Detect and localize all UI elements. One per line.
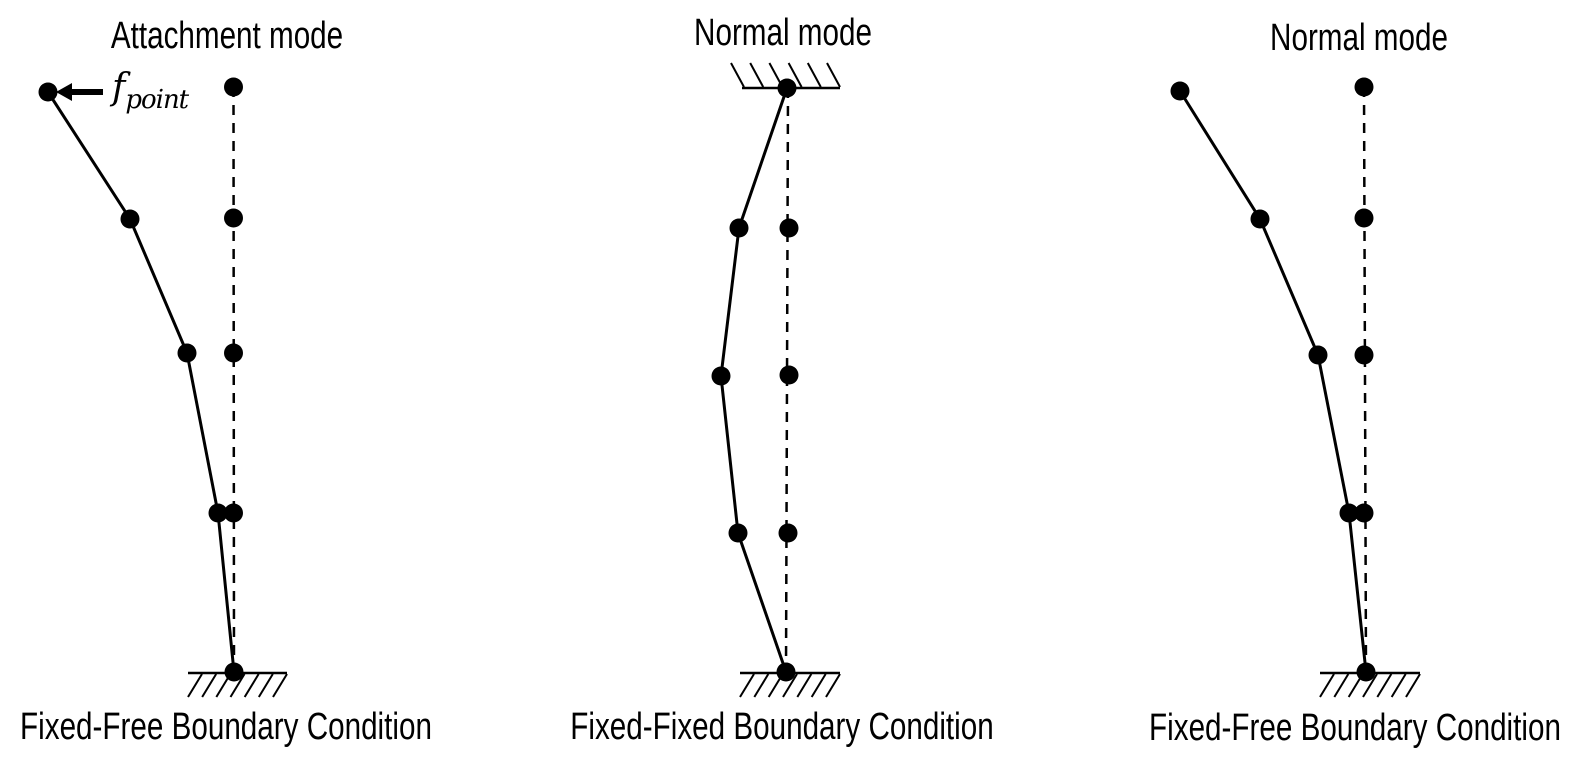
diagram-normal-mode-fixed-free [1170,77,1421,698]
reference-node-dot [1354,77,1374,97]
undeformed-reference-line [232,86,236,673]
diagram-1-caption: Fixed-Free Boundary Condition [20,706,432,748]
mode-node-dot [1250,209,1270,229]
diagram-attachment-mode-fixed-free [38,77,288,698]
mode-shape-curve [46,91,236,673]
mode-node-dot [711,366,731,386]
mode-node-dot [776,662,796,682]
mode-shape-curve [1178,90,1368,673]
mode-shape-curve [719,87,789,673]
mode-node-dot [1170,81,1190,101]
diagram-2-caption: Fixed-Fixed Boundary Condition [570,706,994,748]
reference-node-dot [224,503,243,523]
reference-node-dot [779,218,799,238]
mode-node-dot [177,343,197,363]
diagram-3-title: Normal mode [1270,17,1448,59]
reference-node-dot [1354,345,1374,365]
undeformed-reference-line [1362,86,1368,673]
reference-node-dot [778,523,798,543]
mode-node-dot [120,209,140,229]
mode-node-dot [728,523,748,543]
reference-node-dot [1354,208,1374,228]
mode-node-dot [1308,345,1328,365]
diagram-3-caption: Fixed-Free Boundary Condition [1149,707,1561,749]
mode-node-dot [1339,503,1359,523]
diagram-1-title: Attachment mode [110,15,344,57]
point-force-arrow [56,83,103,101]
mode-node-dot [224,662,244,682]
mode-node-dot [729,218,749,238]
diagram-normal-mode-fixed-fixed [711,62,841,698]
reference-node-dot [224,77,243,97]
force-point-label: fpoint [112,67,189,114]
mode-node-dot [38,82,58,102]
mode-node-dot [208,503,228,523]
mode-node-dot [1356,662,1376,682]
reference-node-dot [779,365,799,385]
force-label-subscript: point [125,85,189,115]
reference-node-dot [1354,503,1374,523]
reference-node-dot [224,208,243,228]
force-label-base: f [112,67,126,108]
reference-node-dot [224,343,243,363]
mode-node-dot [777,78,797,98]
diagram-2-title: Normal mode [694,12,872,54]
